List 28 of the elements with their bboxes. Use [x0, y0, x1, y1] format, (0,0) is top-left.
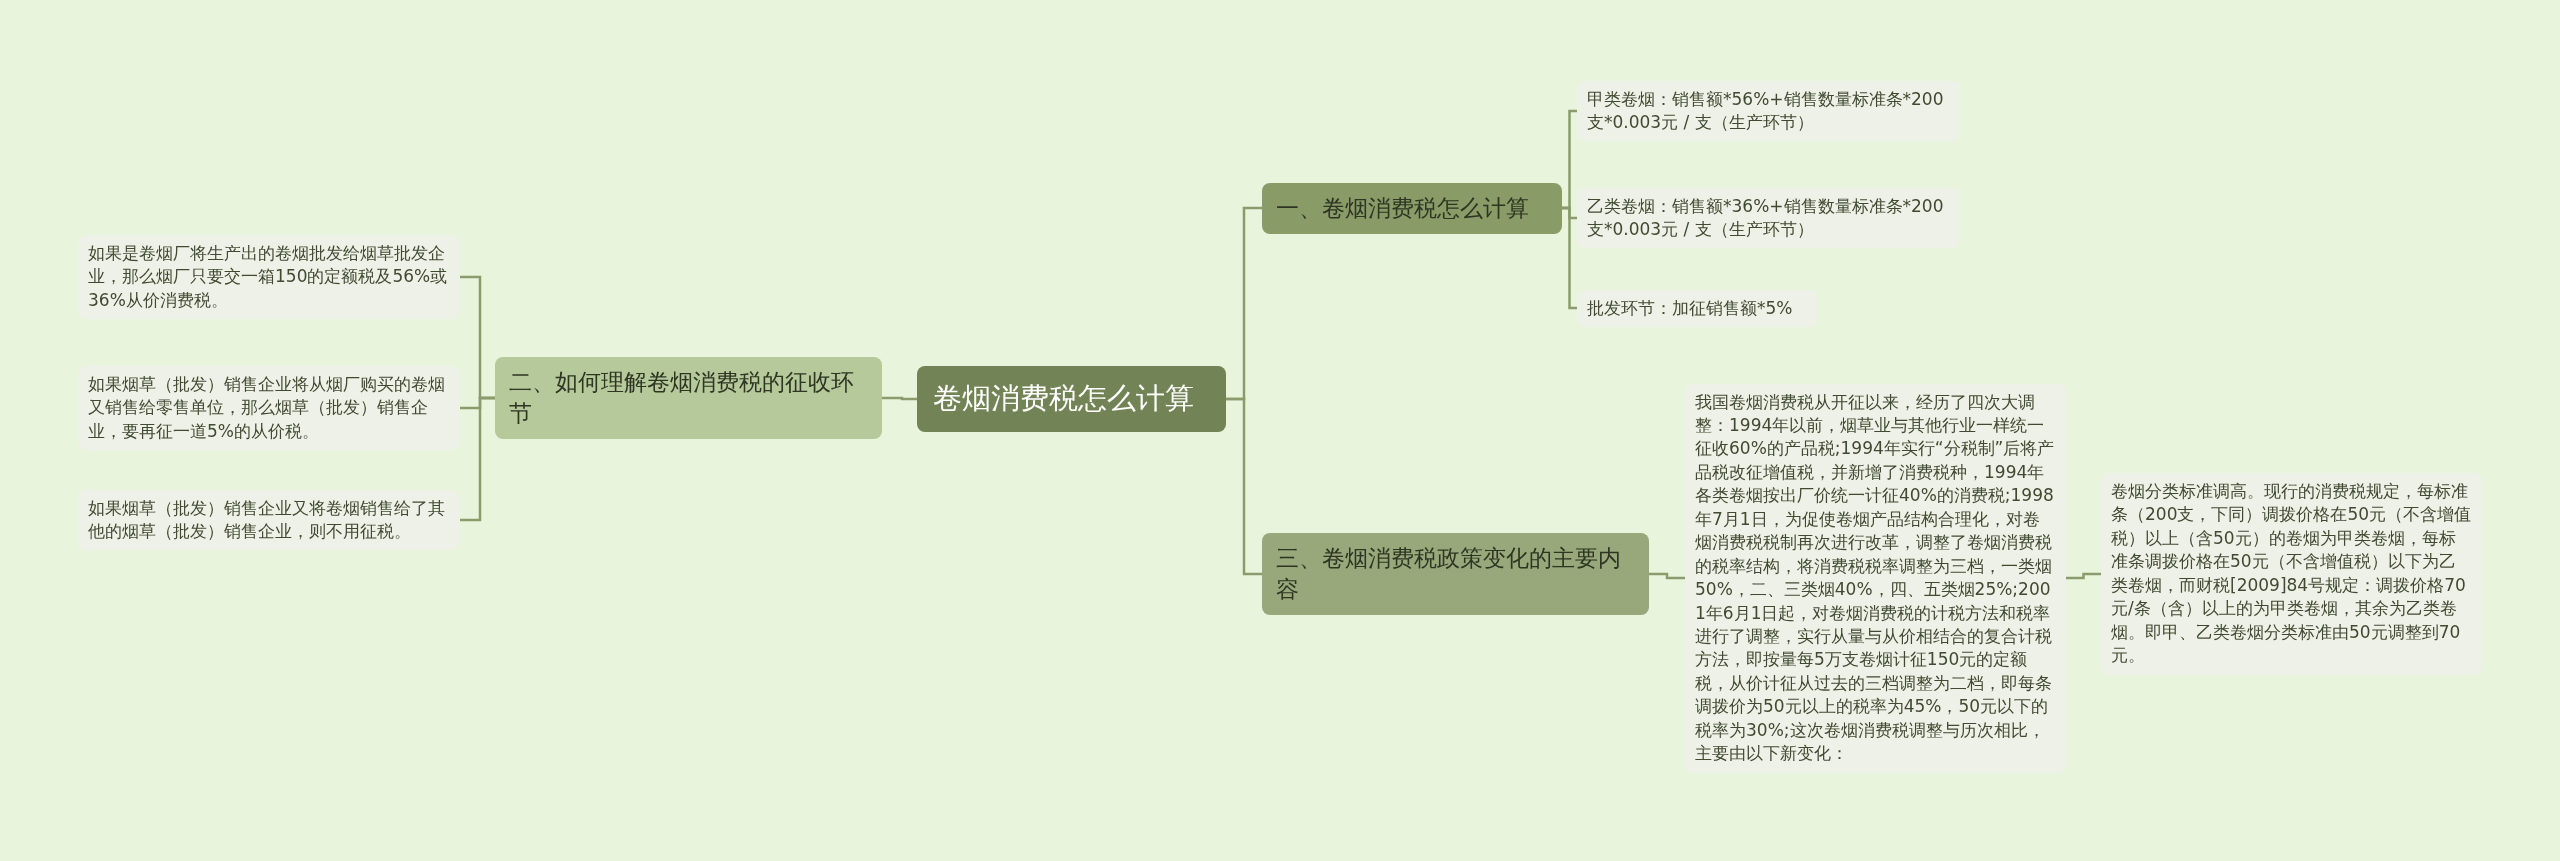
branch-topic — [1262, 182, 1562, 234]
note-card — [1577, 187, 1960, 249]
topic-text: 如果烟草（批发）销售企业又将卷烟销售给了其他的烟草（批发）销售企业，则不用征税。 — [88, 496, 446, 543]
topic-text: 卷烟消费税怎么计算 — [933, 380, 1195, 417]
topic-text: 三、卷烟消费税政策变化的主要内容 — [1276, 544, 1622, 605]
note-card — [1577, 289, 1817, 327]
branch-topic — [1262, 533, 1649, 616]
topic-text: 甲类卷烟：销售额*56%+销售数量标准条*200支*0.003元 / 支（生产环节） — [1587, 87, 1945, 134]
connector-line — [882, 396, 917, 401]
connector-line — [1649, 572, 1685, 580]
topic-text: 乙类卷烟：销售额*36%+销售数量标准条*200支*0.003元 / 支（生产环节） — [1587, 194, 1945, 241]
note-card — [78, 489, 460, 551]
note-card — [1577, 80, 1960, 142]
topic-text: 卷烟分类标准调高。现行的消费税规定，每标准条（200支，下同）调拨价格在50元（不含增值税）以上（含50元）的卷烟为甲类卷烟，每标准条调拨价格在50元（不含增值税）以下为乙类卷烟，而财税[2009]84号规定：调拨价格70元/条（含）以上的为甲类卷烟，其余为乙类卷烟。即甲、乙类卷烟分类标准由50元调整到70元。 — [2111, 480, 2472, 668]
topic-text: 如果是卷烟厂将生产出的卷烟批发给烟草批发企业，那么烟厂只要交一箱150的定额税及56%或36%从价消费税。 — [88, 242, 449, 312]
topic-text: 批发环节：加征销售额*5% — [1587, 296, 1794, 320]
connector-line — [460, 396, 495, 522]
topic-text: 一、卷烟消费税怎么计算 — [1276, 193, 1530, 223]
note-card — [78, 235, 460, 320]
topic-text: 二、如何理解卷烟消费税的征收环节 — [509, 368, 855, 429]
connector-line — [1226, 397, 1262, 576]
connector-line — [1562, 206, 1577, 310]
central-topic — [917, 366, 1226, 432]
topic-text: 如果烟草（批发）销售企业将从烟厂购买的卷烟又销售给零售单位，那么烟草（批发）销售企业，要再征一道5%的从价税。 — [88, 373, 446, 443]
topic-text: 我国卷烟消费税从开征以来，经历了四次大调整：1994年以前，烟草业与其他行业一样统一征收60%的产品税;1994年实行“分税制”后将产品税改征增值税，并新增了消费税种，1994年各类卷烟按出厂价统一计征40%的消费税;1998年7月1日，为促使卷烟产品结构合理化，对卷烟消费税税制再次进行改革，调整了卷烟消费税的税率结构，将消费税税率调整为三档，一类烟50%，二、三类烟40%，四、五类烟25%;2001年6月1日起，对卷烟消费税的计税方法和税率进行了调整，实行从量与从价相结合的复合计税方法，即按量每5万支卷烟计征150元的定额税，从价计征从过去的三档调整为二档，即每条调拨价为50元以上的税率为45%，50元以下的税率为30%;这次卷烟消费税调整与历次相比，主要由以下新变化： — [1695, 390, 2056, 766]
connector-line — [2066, 572, 2101, 580]
note-card — [78, 366, 460, 451]
branch-topic — [495, 357, 882, 440]
